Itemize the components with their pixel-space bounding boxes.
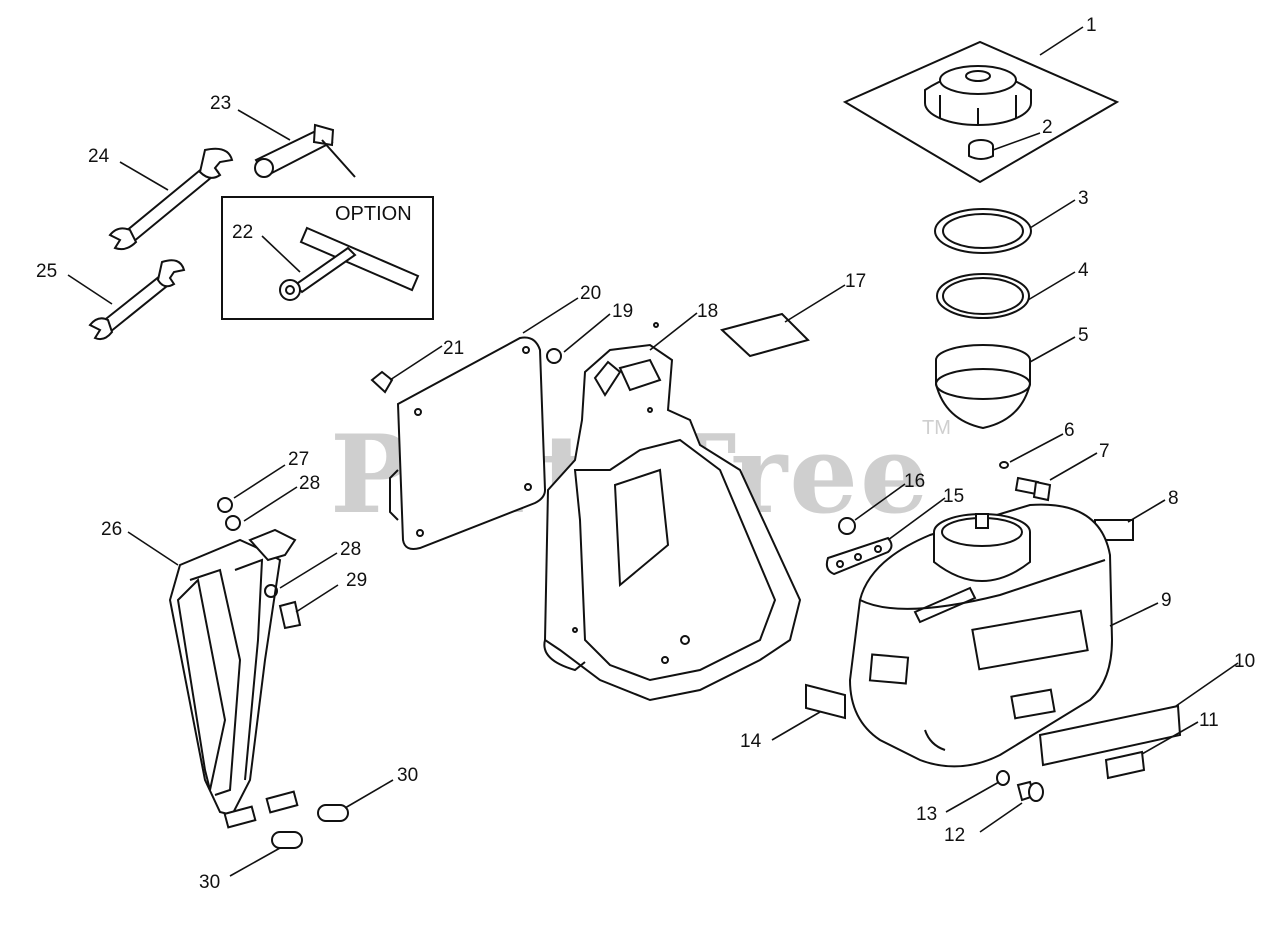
callout-28-upper: 28: [299, 473, 320, 494]
callout-26: 26: [101, 519, 122, 540]
part-17-label: [719, 312, 810, 358]
callout-5: 5: [1078, 325, 1089, 346]
leader-lines: [67, 26, 1239, 877]
part-3-gasket: [934, 208, 1032, 254]
callout-10: 10: [1234, 651, 1255, 672]
part-5-strainer-basket: [935, 344, 1031, 430]
callout-19: 19: [612, 301, 633, 322]
callout-24: 24: [88, 146, 110, 167]
option-box: [221, 196, 434, 320]
callout-17: 17: [845, 271, 866, 292]
callout-25: 25: [36, 261, 57, 282]
part-7-bolt: [1014, 476, 1052, 502]
callout-14: 14: [740, 731, 762, 752]
part-2-strainer: [968, 139, 994, 160]
callout-8: 8: [1168, 488, 1179, 509]
callout-15: 15: [943, 486, 964, 507]
part-19-nut: [546, 348, 562, 364]
part-18-backpack-frame: [543, 322, 802, 702]
callout-9: 9: [1161, 590, 1172, 611]
callout-27: 27: [288, 449, 309, 470]
callout-2: 2: [1042, 117, 1053, 138]
callout-21: 21: [443, 338, 464, 359]
callout-11: 11: [1199, 710, 1219, 731]
part-30-buckle-lower: [271, 831, 303, 849]
callout-7: 7: [1099, 441, 1110, 462]
part-11-label: [1104, 750, 1146, 780]
part-12-drain-plug: [1016, 780, 1044, 802]
part-21-clip: [370, 370, 394, 394]
callout-28-lower: 28: [340, 539, 361, 560]
part-25-wrench: [88, 259, 186, 341]
part-22-t-wrench: [279, 226, 420, 301]
callout-12: 12: [944, 825, 965, 846]
part-20-back-plate: [389, 336, 547, 550]
callout-1: 1: [1086, 15, 1097, 36]
part-28-washer-upper: [225, 515, 241, 531]
part-26-shoulder-straps: [168, 528, 299, 829]
part-6-o-ring: [999, 461, 1009, 469]
callout-3: 3: [1078, 188, 1089, 209]
part-13-washer: [996, 770, 1010, 786]
part-24-wrench: [108, 147, 234, 251]
callout-6: 6: [1064, 420, 1075, 441]
part-1-tank-cap: [842, 40, 1120, 184]
callout-30-lower: 30: [199, 872, 220, 893]
callout-18: 18: [697, 301, 718, 322]
part-28-washer-lower: [264, 584, 278, 598]
watermark-trademark: TM: [922, 417, 951, 439]
callout-labels: 1 2 3 4 5 6 7 8 9 10 11 12 13 14 15 16 1…: [36, 15, 1255, 893]
part-14-label: [805, 683, 846, 720]
callout-16: 16: [904, 471, 925, 492]
part-23-socket-wrench: [254, 123, 356, 178]
callout-4: 4: [1078, 260, 1089, 281]
part-15-bracket: [825, 536, 893, 576]
callout-23: 23: [210, 93, 231, 114]
part-16-nut: [838, 517, 856, 535]
callout-22: 22: [232, 222, 253, 243]
part-29-bolt: [278, 600, 302, 630]
part-27-nut: [217, 497, 233, 513]
part-4-ring: [936, 273, 1030, 319]
option-label: OPTION: [335, 203, 412, 225]
callout-29: 29: [346, 570, 367, 591]
callout-20: 20: [580, 283, 601, 304]
part-30-buckle-upper: [317, 804, 349, 822]
part-9-tank: [848, 503, 1114, 768]
part-10-label: [1038, 704, 1182, 767]
callout-30-upper: 30: [397, 765, 418, 786]
callout-13: 13: [916, 804, 937, 825]
